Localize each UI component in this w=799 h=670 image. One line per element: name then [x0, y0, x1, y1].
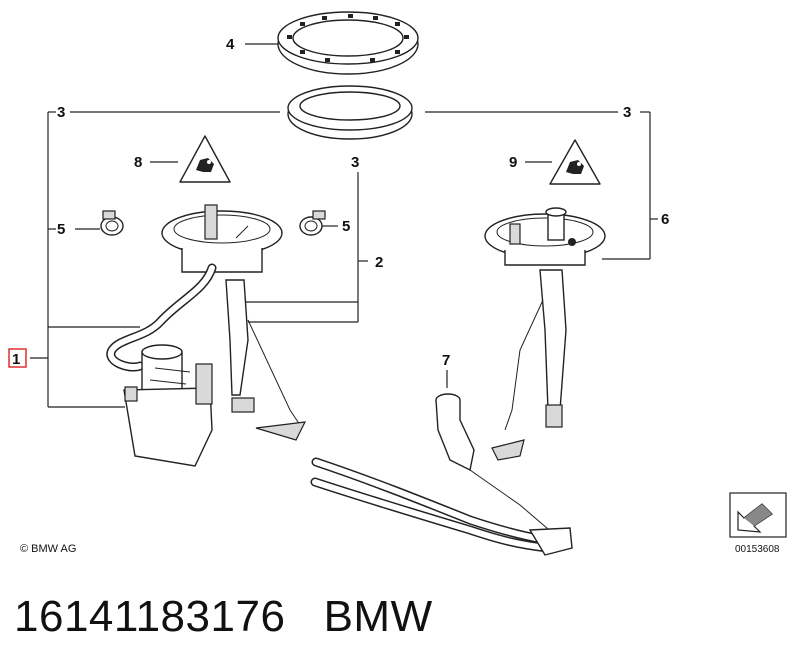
callout-3: 3 [351, 154, 359, 171]
callout-2: 2 [375, 254, 383, 271]
locking-ring [277, 11, 419, 75]
fuel-warning-triangle-icon [549, 139, 601, 185]
footer: 16141183176 BMW [0, 590, 799, 670]
hose-clamp [299, 210, 326, 236]
callout-1: 1 [12, 351, 20, 368]
level-sensor-assembly-right [484, 207, 606, 461]
fuel-line-assembly [310, 393, 573, 556]
diagram-id: 00153608 [735, 544, 780, 555]
fuel-warning-triangle-icon [179, 135, 231, 183]
callout-8: 8 [134, 154, 142, 171]
callout-5: 5 [342, 218, 350, 235]
sealing-gasket [287, 85, 413, 140]
hose-clamp [100, 210, 124, 236]
fuel-pump-assembly-left [106, 204, 307, 467]
callout-3: 3 [57, 104, 65, 121]
next-page-arrow-icon[interactable] [729, 492, 787, 538]
callout-4: 4 [226, 36, 235, 53]
callout-1-highlight [8, 348, 27, 368]
callout-labels: 1 2 3 3 3 4 5 5 6 7 8 9 [12, 36, 669, 369]
copyright-text: © BMW AG [20, 543, 76, 555]
callout-3: 3 [623, 104, 631, 121]
callout-7: 7 [442, 352, 450, 369]
exploded-parts-diagram: 1 2 3 3 3 4 5 5 6 7 8 9 © BMW AG 0015360… [8, 11, 787, 556]
callout-9: 9 [509, 154, 517, 171]
lead-lines [30, 43, 658, 408]
callout-6: 6 [661, 211, 669, 228]
callout-5: 5 [57, 221, 65, 238]
part-number-title: 16141183176 BMW [14, 592, 433, 641]
